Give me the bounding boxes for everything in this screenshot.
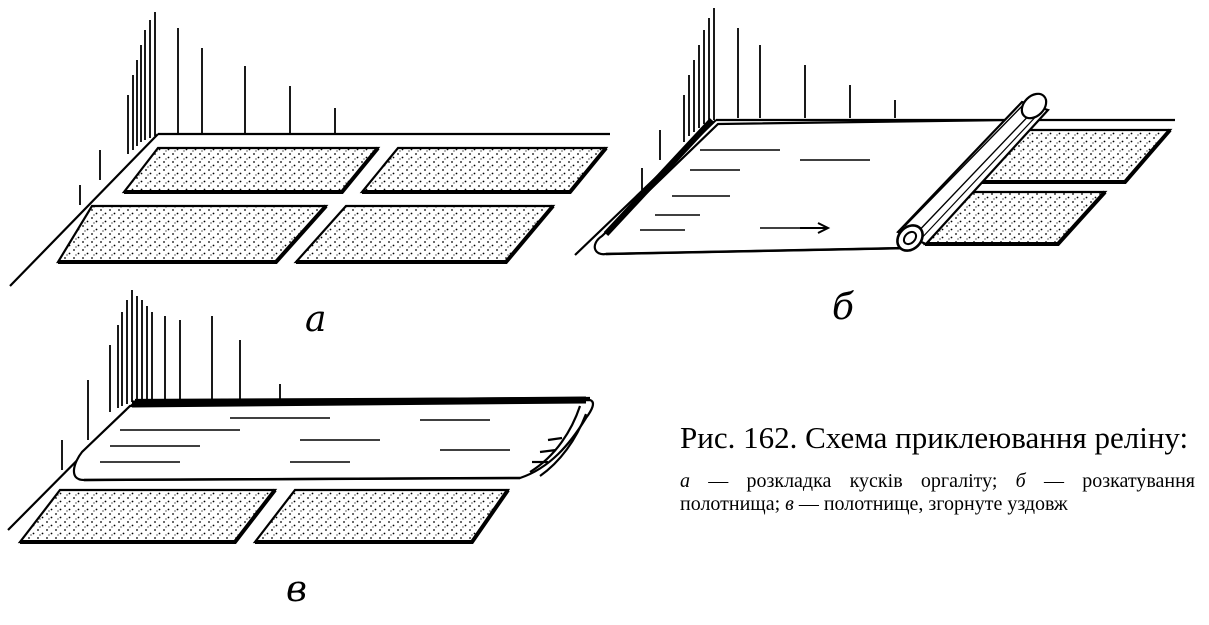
caption-text-a: — розкладка кусків оргаліту; <box>690 470 1016 492</box>
panel-b <box>574 8 1175 256</box>
hardboard-tile <box>17 488 278 544</box>
subfigure-label-c: в <box>286 569 307 610</box>
sheet-roll <box>896 92 1050 252</box>
wall-hatching <box>61 290 281 470</box>
figure-caption: Рис. 162. Схема приклеювання реліну: а —… <box>680 420 1195 516</box>
hardboard-tile <box>121 146 381 194</box>
caption-key-b: б <box>1015 470 1026 492</box>
floor-edge-left <box>9 133 159 287</box>
caption-text-c: — полотнище, згорнуте уздовж <box>793 493 1068 515</box>
subfigure-label-b: б <box>832 287 854 328</box>
direction-arrow <box>800 222 831 234</box>
panel-a <box>9 12 610 287</box>
wall-hatching <box>79 12 336 205</box>
caption-description: а — розкладка кусків оргаліту; б — розка… <box>680 470 1195 516</box>
fold-edge-hatching <box>529 405 588 477</box>
hardboard-tile <box>359 146 609 194</box>
caption-text-b: — розкатування полотнища; <box>680 470 1196 515</box>
wall-hatching <box>641 8 896 190</box>
subfigure-label-a: а <box>305 299 327 340</box>
sheet-gloss-lines <box>100 417 510 463</box>
caption-key-a: а <box>680 470 690 492</box>
caption-key-c: в <box>785 493 794 515</box>
caption-title: Рис. 162. Схема приклеювання реліну: <box>680 420 1189 455</box>
hardboard-tile <box>252 488 511 544</box>
panel-c <box>7 290 595 544</box>
